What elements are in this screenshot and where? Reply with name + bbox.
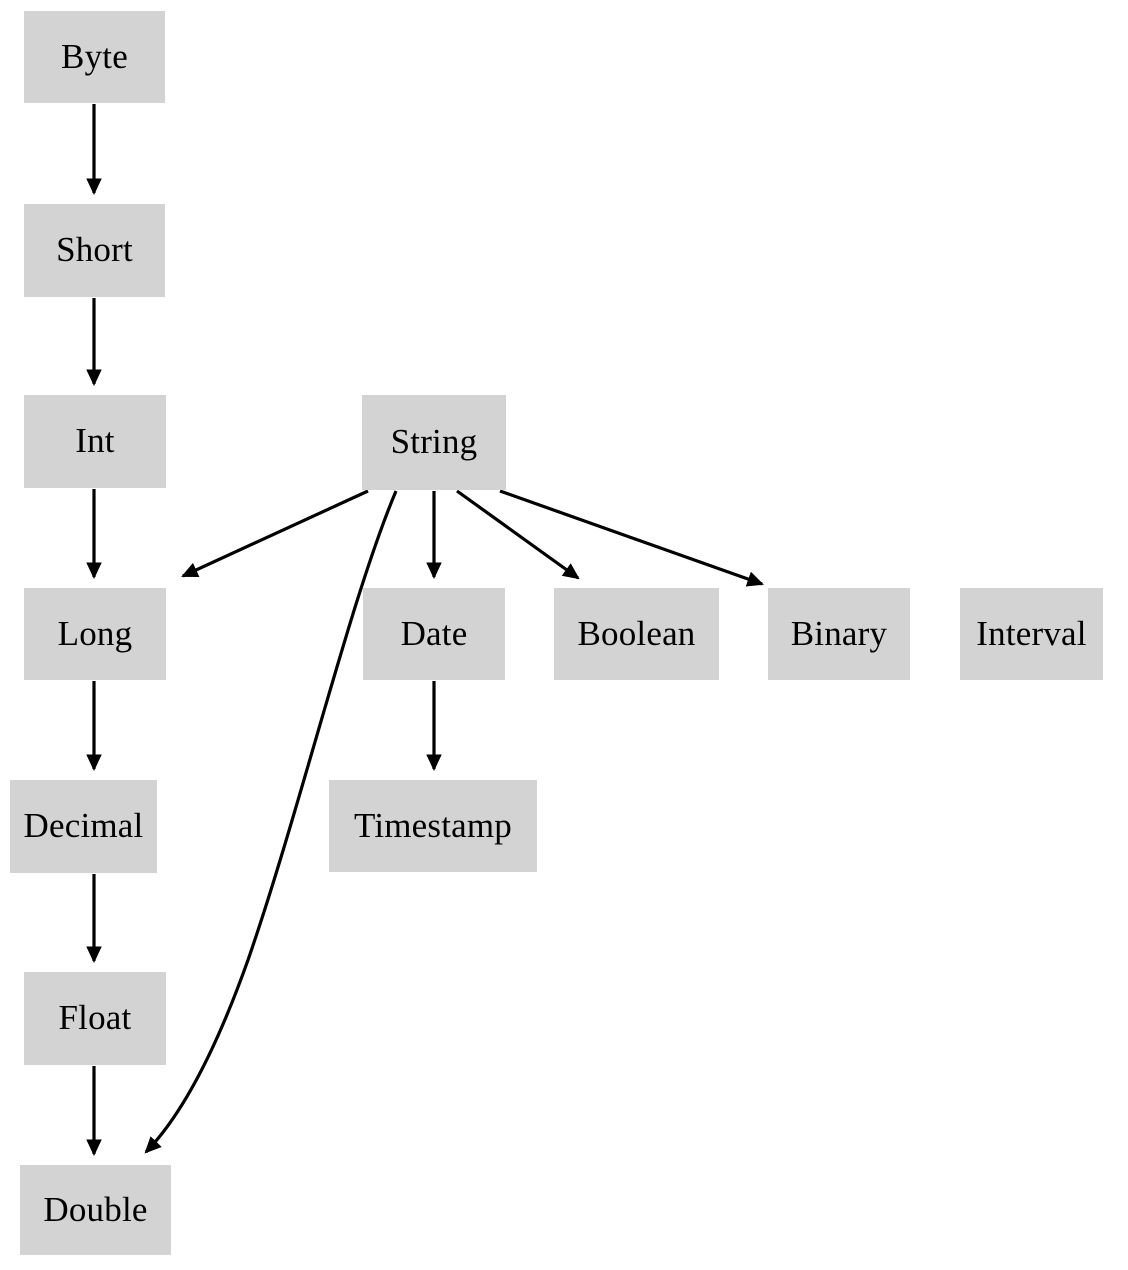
node-label-long: Long <box>57 613 133 653</box>
node-label-decimal: Decimal <box>23 806 144 845</box>
edge-string-boolean <box>456 489 580 580</box>
node-label-int: Int <box>75 421 115 460</box>
node-float[interactable]: Float <box>24 972 166 1065</box>
node-date[interactable]: Date <box>363 588 505 680</box>
node-short[interactable]: Short <box>24 204 165 297</box>
node-label-double: Double <box>43 1189 148 1229</box>
edge-string-long <box>181 489 369 578</box>
node-int[interactable]: Int <box>24 395 166 488</box>
node-label-date: Date <box>400 613 468 653</box>
node-binary[interactable]: Binary <box>768 588 910 680</box>
edge-string-binary <box>499 489 764 587</box>
node-long[interactable]: Long <box>24 588 166 680</box>
node-label-timestamp: Timestamp <box>353 805 513 845</box>
node-label-interval: Interval <box>976 613 1087 653</box>
node-boolean[interactable]: Boolean <box>554 588 719 680</box>
node-label-binary: Binary <box>790 613 888 653</box>
node-label-float: Float <box>58 998 132 1037</box>
node-byte[interactable]: Byte <box>24 11 165 103</box>
node-timestamp[interactable]: Timestamp <box>329 780 537 872</box>
node-decimal[interactable]: Decimal <box>10 780 157 873</box>
node-label-boolean: Boolean <box>577 613 696 653</box>
node-label-short: Short <box>56 230 133 269</box>
node-double[interactable]: Double <box>20 1165 171 1255</box>
node-string[interactable]: String <box>362 395 506 490</box>
node-label-string: String <box>390 422 478 461</box>
node-interval[interactable]: Interval <box>960 588 1103 680</box>
node-label-byte: Byte <box>61 36 128 76</box>
